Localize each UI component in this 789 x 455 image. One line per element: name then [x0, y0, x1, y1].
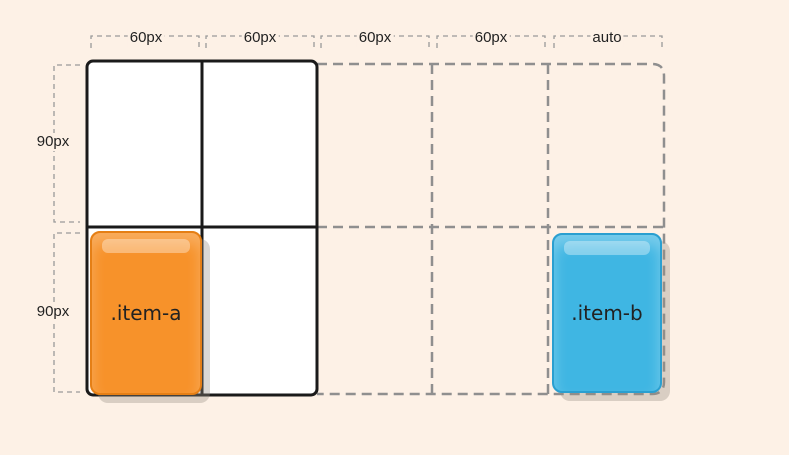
- item-b-box: .item-b: [552, 233, 662, 393]
- column-label-1: 60px: [127, 29, 165, 47]
- item-b-label: .item-b: [571, 301, 643, 325]
- item-a-highlight: [102, 239, 190, 253]
- column-label-2: 60px: [241, 29, 279, 47]
- column-label-5: auto: [590, 29, 624, 47]
- item-a-label: .item-a: [110, 301, 182, 325]
- implicit-grid: [317, 62, 666, 396]
- row-guide-2: [53, 232, 80, 393]
- implicit-grid-outline: [317, 62, 666, 396]
- row-guides: [53, 64, 80, 393]
- row-guide-1: [53, 64, 80, 223]
- item-b-highlight: [564, 241, 650, 255]
- item-a-box: .item-a: [90, 231, 202, 395]
- column-label-4: 60px: [472, 29, 510, 47]
- row-label-1: 90px: [28, 133, 78, 151]
- column-label-3: 60px: [356, 29, 394, 47]
- row-label-2: 90px: [28, 303, 78, 321]
